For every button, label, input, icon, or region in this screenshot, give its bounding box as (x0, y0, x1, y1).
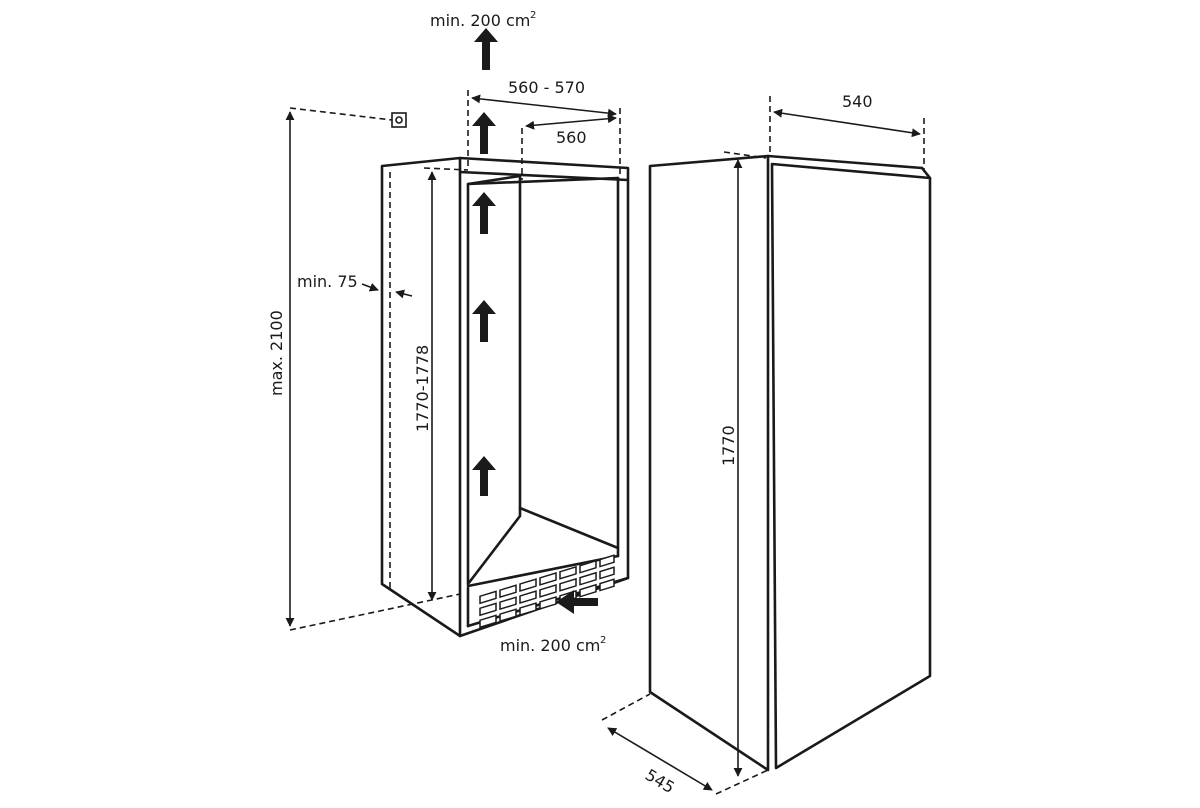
label-niche-width-outer: 560 - 570 (508, 78, 585, 97)
dimension-appliance-depth (601, 693, 769, 795)
niche-floor-back (518, 506, 620, 550)
airflow-arrows (472, 28, 598, 614)
label-vent-bottom-sup: 2 (600, 635, 606, 646)
airflow-up-arrow-2 (472, 192, 496, 234)
label-vent-top: min. 200 cm (430, 11, 530, 30)
airflow-in-arrow (556, 590, 598, 614)
label-max-height: max. 2100 (267, 310, 286, 396)
niche-top-inner (466, 176, 620, 186)
vent-grille (479, 554, 615, 629)
airflow-up-arrow-3 (472, 300, 496, 342)
dimension-max-height (285, 107, 461, 631)
label-vent-bottom: min. 200 cm (500, 636, 600, 655)
label-vent-top-sup: 2 (530, 10, 536, 21)
appliance (601, 96, 932, 795)
dimension-niche-width (467, 90, 621, 180)
cabinet-niche (285, 28, 630, 638)
label-niche-height: 1770-1778 (413, 345, 432, 432)
label-niche-width-inner: 560 (556, 128, 587, 147)
appliance-side-panel (648, 154, 770, 772)
airflow-up-arrow-4 (472, 456, 496, 496)
airflow-up-arrow-top (474, 28, 498, 70)
socket-icon (391, 112, 407, 128)
label-appliance-width: 540 (842, 92, 873, 111)
dimension-niche-height (423, 167, 469, 601)
airflow-up-arrow-1 (472, 112, 496, 154)
niche-opening (466, 174, 522, 586)
dimension-appliance-width (769, 96, 925, 172)
label-appliance-height: 1770 (719, 425, 738, 466)
dimension-min-gap (361, 172, 413, 590)
label-min-gap: min. 75 (297, 272, 358, 291)
appliance-door (770, 162, 932, 770)
dimension-appliance-height (723, 151, 767, 777)
label-appliance-depth: 545 (642, 765, 678, 797)
appliance-top-edge (766, 154, 924, 170)
